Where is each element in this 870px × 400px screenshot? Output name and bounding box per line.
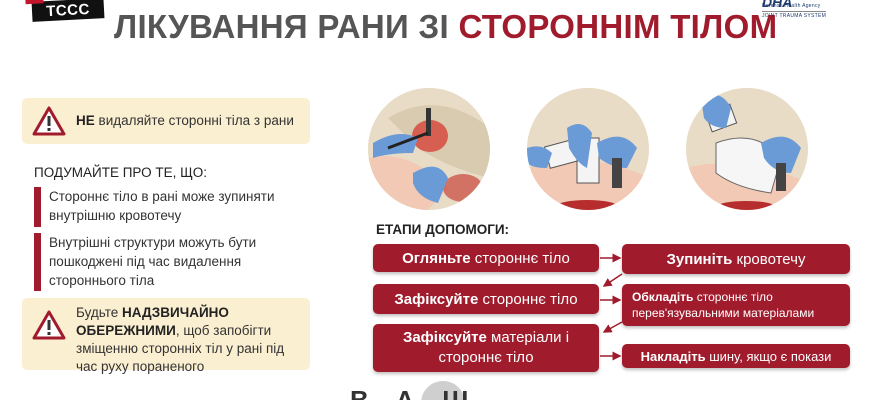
step-fix-materials: Зафіксуйте матеріали і стороннє тіло xyxy=(373,324,599,372)
title-part-1: ЛІКУВАННЯ РАНИ ЗІ xyxy=(114,8,459,45)
step-text: кровотечу xyxy=(732,250,806,268)
examine-wound-illustration xyxy=(368,88,490,210)
step-bold: Огляньте xyxy=(402,249,471,267)
step-examine: Огляньте стороннє тіло xyxy=(373,244,599,272)
step-pack-dressing: Обкладіть стороннє тіло перев'язувальним… xyxy=(622,284,850,326)
dha-logo: DHA Defense Health Agency JOINT TRAUMA S… xyxy=(762,0,862,19)
step-apply-splint: Накладіть шину, якщо є покази xyxy=(622,344,850,368)
step-text: стороннє тіло перев'язувальними матеріал… xyxy=(632,290,815,320)
step-bold: Обкладіть xyxy=(632,290,694,304)
step-bold: Зупиніть xyxy=(666,250,733,268)
illustration-graphic xyxy=(368,88,490,210)
warning-triangle-icon xyxy=(32,106,66,136)
step-text: стороннє тіло xyxy=(478,290,578,308)
step-stop-bleeding: Зупиніть кровотечу xyxy=(622,244,850,274)
consider-item: Внутрішні структури можуть бути пошкодже… xyxy=(34,233,289,291)
illustration-graphic xyxy=(686,88,808,210)
step-bold: Зафіксуйте xyxy=(394,290,479,308)
secure-bandage-illustration xyxy=(686,88,808,210)
warning-text: НЕ видаляйте сторонні тіла з рани xyxy=(76,112,294,130)
illustration-graphic xyxy=(527,88,649,210)
consider-item-text: Стороннє тіло в рані може зупиняти внутр… xyxy=(49,189,275,223)
consider-item-text: Внутрішні структури можуть бути пошкодже… xyxy=(49,235,257,288)
warning-box-do-not-remove: НЕ видаляйте сторонні тіла з рани xyxy=(22,98,310,144)
warning-text: Будьте НАДЗВИЧАЙНО ОБЕРЕЖНИМИ, щоб запоб… xyxy=(76,304,306,376)
step-text: шину, якщо є покази xyxy=(705,348,832,364)
bottom-logo-circle xyxy=(421,381,465,400)
warning-box-be-careful: Будьте НАДЗВИЧАЙНО ОБЕРЕЖНИМИ, щоб запоб… xyxy=(22,298,310,374)
warning-bold: НАДЗВИЧАЙНО ОБЕРЕЖНИМИ xyxy=(76,305,229,338)
consider-item: Стороннє тіло в рані може зупиняти внутр… xyxy=(34,187,299,227)
dha-logo-line1: Defense Health Agency xyxy=(762,3,821,9)
bottom-partial-text: ВАШ xyxy=(350,385,497,400)
dha-logo-line2: JOINT TRAUMA SYSTEM xyxy=(762,11,827,19)
logo-accent xyxy=(25,0,44,5)
page-title: ЛІКУВАННЯ РАНИ ЗІ СТОРОННІМ ТІЛОМ xyxy=(114,8,777,46)
steps-heading: ЕТАПИ ДОПОМОГИ: xyxy=(376,222,510,237)
bullet-bar xyxy=(34,187,41,227)
dha-logo-mark: DHA xyxy=(762,0,793,10)
step-text: стороннє тіло xyxy=(470,249,570,267)
title-part-2: СТОРОННІМ ТІЛОМ xyxy=(458,8,778,45)
step-bold: Зафіксуйте xyxy=(402,329,487,346)
tccc-logo-text: TCCC xyxy=(45,0,91,20)
tccc-logo: TCCC xyxy=(25,0,105,22)
pack-dressing-illustration xyxy=(527,88,649,210)
warning-pre: Будьте xyxy=(76,305,123,320)
warning-bold: НЕ xyxy=(76,113,95,128)
warning-body: видаляйте сторонні тіла з рани xyxy=(94,113,294,128)
consider-heading: ПОДУМАЙТЕ ПРО ТЕ, ЩО: xyxy=(34,165,208,180)
bullet-bar xyxy=(34,233,41,291)
step-fix-object: Зафіксуйте стороннє тіло xyxy=(373,284,599,314)
warning-triangle-icon xyxy=(32,310,66,340)
step-text: матеріали і стороннє тіло xyxy=(438,329,570,366)
warning-body: , щоб запобігти зміщенню сторонніх тіл у… xyxy=(76,323,285,374)
step-bold: Накладіть xyxy=(640,348,706,364)
